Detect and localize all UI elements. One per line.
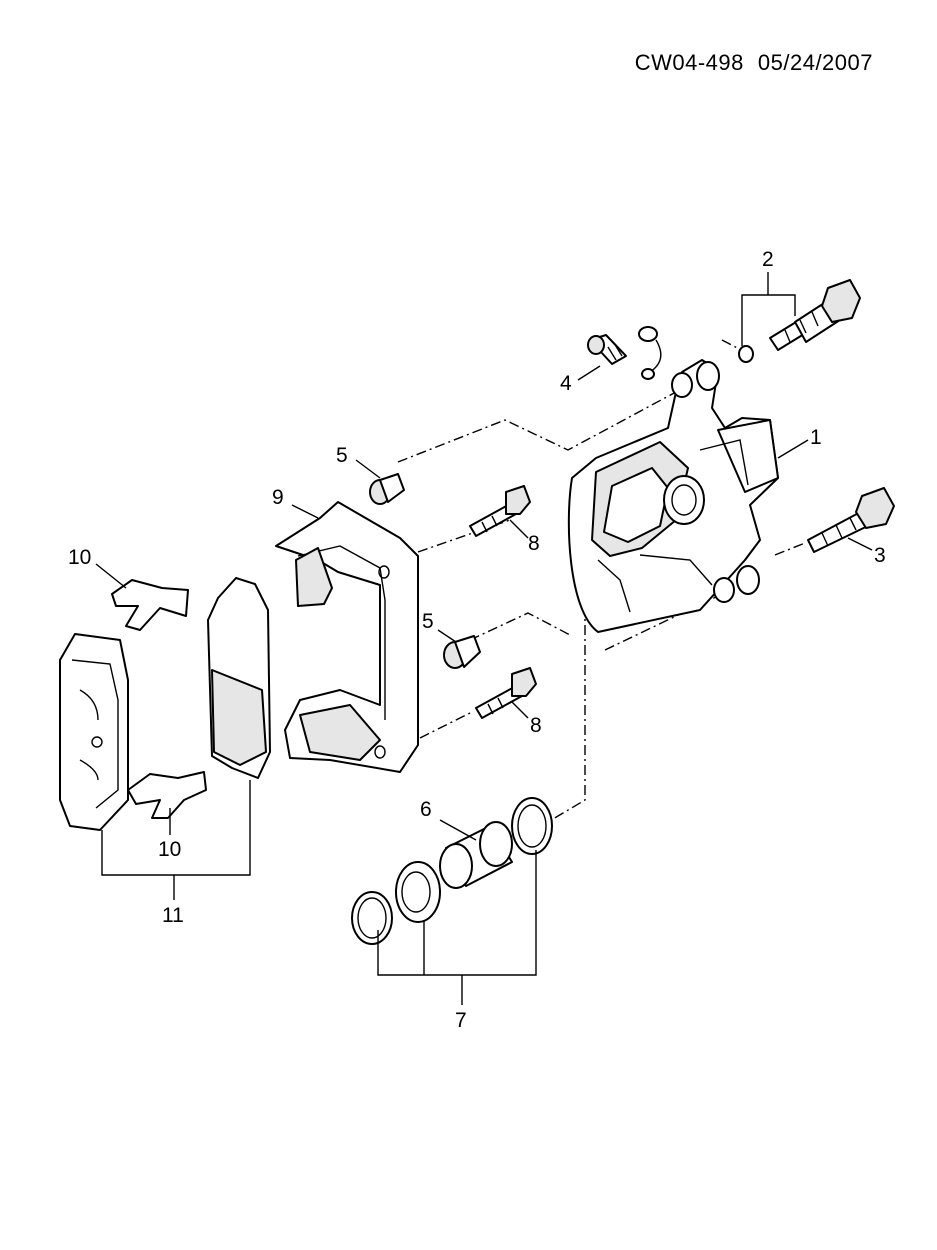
bleeder-screw — [587, 334, 627, 365]
bolt-seal-ring — [738, 345, 754, 363]
brake-pad-inner — [207, 577, 271, 779]
pad-clip-lower — [127, 771, 207, 819]
pad-clip-upper — [111, 579, 189, 631]
callout-3: 3 — [874, 544, 886, 567]
piston-seal — [511, 797, 553, 855]
callout-8-upper: 8 — [528, 532, 540, 555]
caliper-piston — [439, 821, 513, 889]
callout-11: 11 — [162, 904, 184, 927]
callout-2: 2 — [762, 248, 774, 271]
drawing-date: 05/24/2007 — [757, 50, 873, 75]
callout-5-lower: 5 — [422, 610, 434, 633]
guide-pin-boot-lower — [443, 635, 481, 669]
drawing-number: CW04-498 — [634, 50, 744, 75]
guide-pin-bolt-upper — [769, 279, 861, 351]
leader-lines — [95, 272, 873, 1005]
callout-4: 4 — [560, 372, 572, 395]
guide-pin-boot-upper — [369, 473, 405, 505]
callout-10-lower: 10 — [158, 838, 181, 861]
caliper-support-bracket — [275, 501, 419, 773]
callout-6: 6 — [420, 798, 432, 821]
drawing-header: CW04-498 05/24/2007 — [608, 24, 874, 76]
brake-pad-outer — [59, 633, 129, 831]
guide-pin-bolt-lower — [807, 487, 895, 553]
callout-8-lower: 8 — [530, 714, 542, 737]
piston-dust-boot — [395, 861, 441, 923]
mounting-bolt-upper — [469, 485, 531, 537]
callout-1: 1 — [810, 426, 822, 449]
callout-9: 9 — [272, 486, 284, 509]
mounting-bolt-lower — [475, 667, 537, 719]
caliper-body — [567, 359, 779, 633]
callout-5-upper: 5 — [336, 444, 348, 467]
bleeder-cap — [638, 326, 662, 380]
retaining-ring — [351, 891, 393, 945]
callout-labels: 1 2 3 4 5 5 6 7 8 8 9 10 10 11 — [68, 248, 886, 1032]
callout-10-upper: 10 — [68, 546, 91, 569]
callout-7: 7 — [455, 1009, 467, 1032]
